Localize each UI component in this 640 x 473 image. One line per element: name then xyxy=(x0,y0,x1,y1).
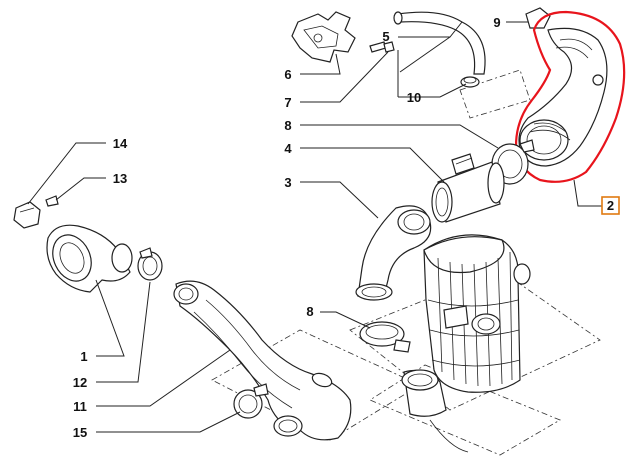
callout-12: 12 xyxy=(73,375,87,390)
callout-2: 2 xyxy=(607,198,614,213)
part-air-filter-housing[interactable] xyxy=(423,234,531,393)
part-flow-meter-4[interactable] xyxy=(431,153,505,223)
callout-2-box[interactable]: 2 xyxy=(601,196,620,215)
part-clip-14[interactable] xyxy=(13,201,41,229)
callout-9: 9 xyxy=(493,15,500,30)
part-screw-13[interactable] xyxy=(45,195,59,207)
part-clamp-15[interactable] xyxy=(233,383,269,419)
callout-11: 11 xyxy=(73,399,87,414)
callout-15: 15 xyxy=(73,425,87,440)
callout-7: 7 xyxy=(284,95,291,110)
callout-14: 14 xyxy=(113,136,128,151)
leader-lines xyxy=(27,21,602,433)
callout-4: 4 xyxy=(284,141,292,156)
callout-5: 5 xyxy=(382,29,389,44)
highlight-outline xyxy=(514,10,626,183)
part-clamp-8-lower[interactable] xyxy=(359,321,411,353)
part-elbow-duct-3[interactable] xyxy=(355,205,432,301)
part-intake-scoop-1[interactable] xyxy=(46,224,133,293)
part-bolt-7[interactable] xyxy=(369,41,395,53)
callout-8-lower: 8 xyxy=(306,304,313,319)
part-intake-hose-2[interactable] xyxy=(518,27,608,167)
part-bracket-6[interactable] xyxy=(291,11,356,63)
part-clamp-12[interactable] xyxy=(137,247,163,281)
callout-10: 10 xyxy=(407,90,421,105)
callout-6: 6 xyxy=(284,67,291,82)
part-outlet-duct[interactable] xyxy=(401,369,469,453)
callout-labels: 5 6 7 10 9 8 4 3 14 13 8 1 12 11 15 xyxy=(73,15,501,440)
callout-13: 13 xyxy=(113,171,127,186)
callout-8-upper: 8 xyxy=(284,118,291,133)
callout-3: 3 xyxy=(284,175,291,190)
part-hose-5[interactable] xyxy=(393,11,486,75)
part-clip-9[interactable] xyxy=(525,7,551,29)
callout-1: 1 xyxy=(80,349,87,364)
part-long-duct-11[interactable] xyxy=(173,280,352,441)
